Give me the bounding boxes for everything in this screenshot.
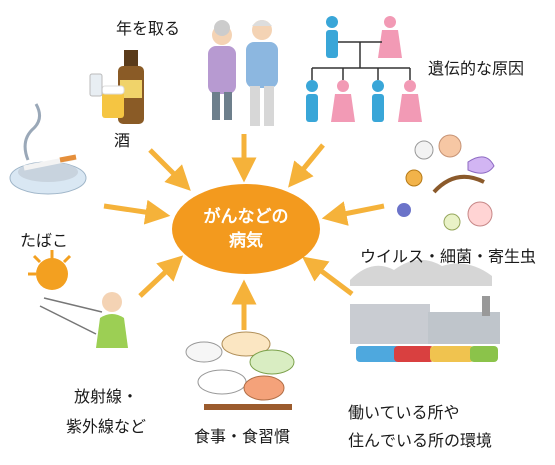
arrow-radiation [138,255,184,298]
center-label-line1: がんなどの [203,207,289,227]
arrow-environment [302,256,354,296]
label-radiation-line1: 放射線・ [74,387,139,406]
center-label-line2: 病気 [229,231,263,251]
factory-traffic-icon [350,259,500,362]
label-diet: 食事・食習慣 [194,427,291,446]
label-alcohol: 酒 [114,131,131,150]
label-environment-line1: 働いている所や [348,403,460,422]
family-tree-icon [306,16,422,122]
sun-icon [28,250,128,348]
arrow-heredity [288,143,325,188]
label-tobacco: たばこ [20,231,69,250]
label-environment-line2: 住んでいる所の環境 [348,431,493,450]
center-node: がんなどの 病気 [172,184,320,274]
arrow-alcohol [148,148,191,191]
label-radiation-line2: 紫外線など [66,417,147,436]
label-aging: 年を取る [116,19,181,38]
germs-icon [397,134,495,231]
beer-bottle-icon [89,50,144,124]
elderly-couple-icon [208,20,278,126]
arrow-virus [321,201,385,226]
label-virus: ウイルス・細菌・寄生虫 [360,247,537,266]
arrows [103,134,385,330]
arrow-tobacco [103,199,171,225]
meal-icon [185,331,295,410]
label-heredity: 遺伝的な原因 [428,59,525,78]
ashtray-icon [9,103,87,195]
